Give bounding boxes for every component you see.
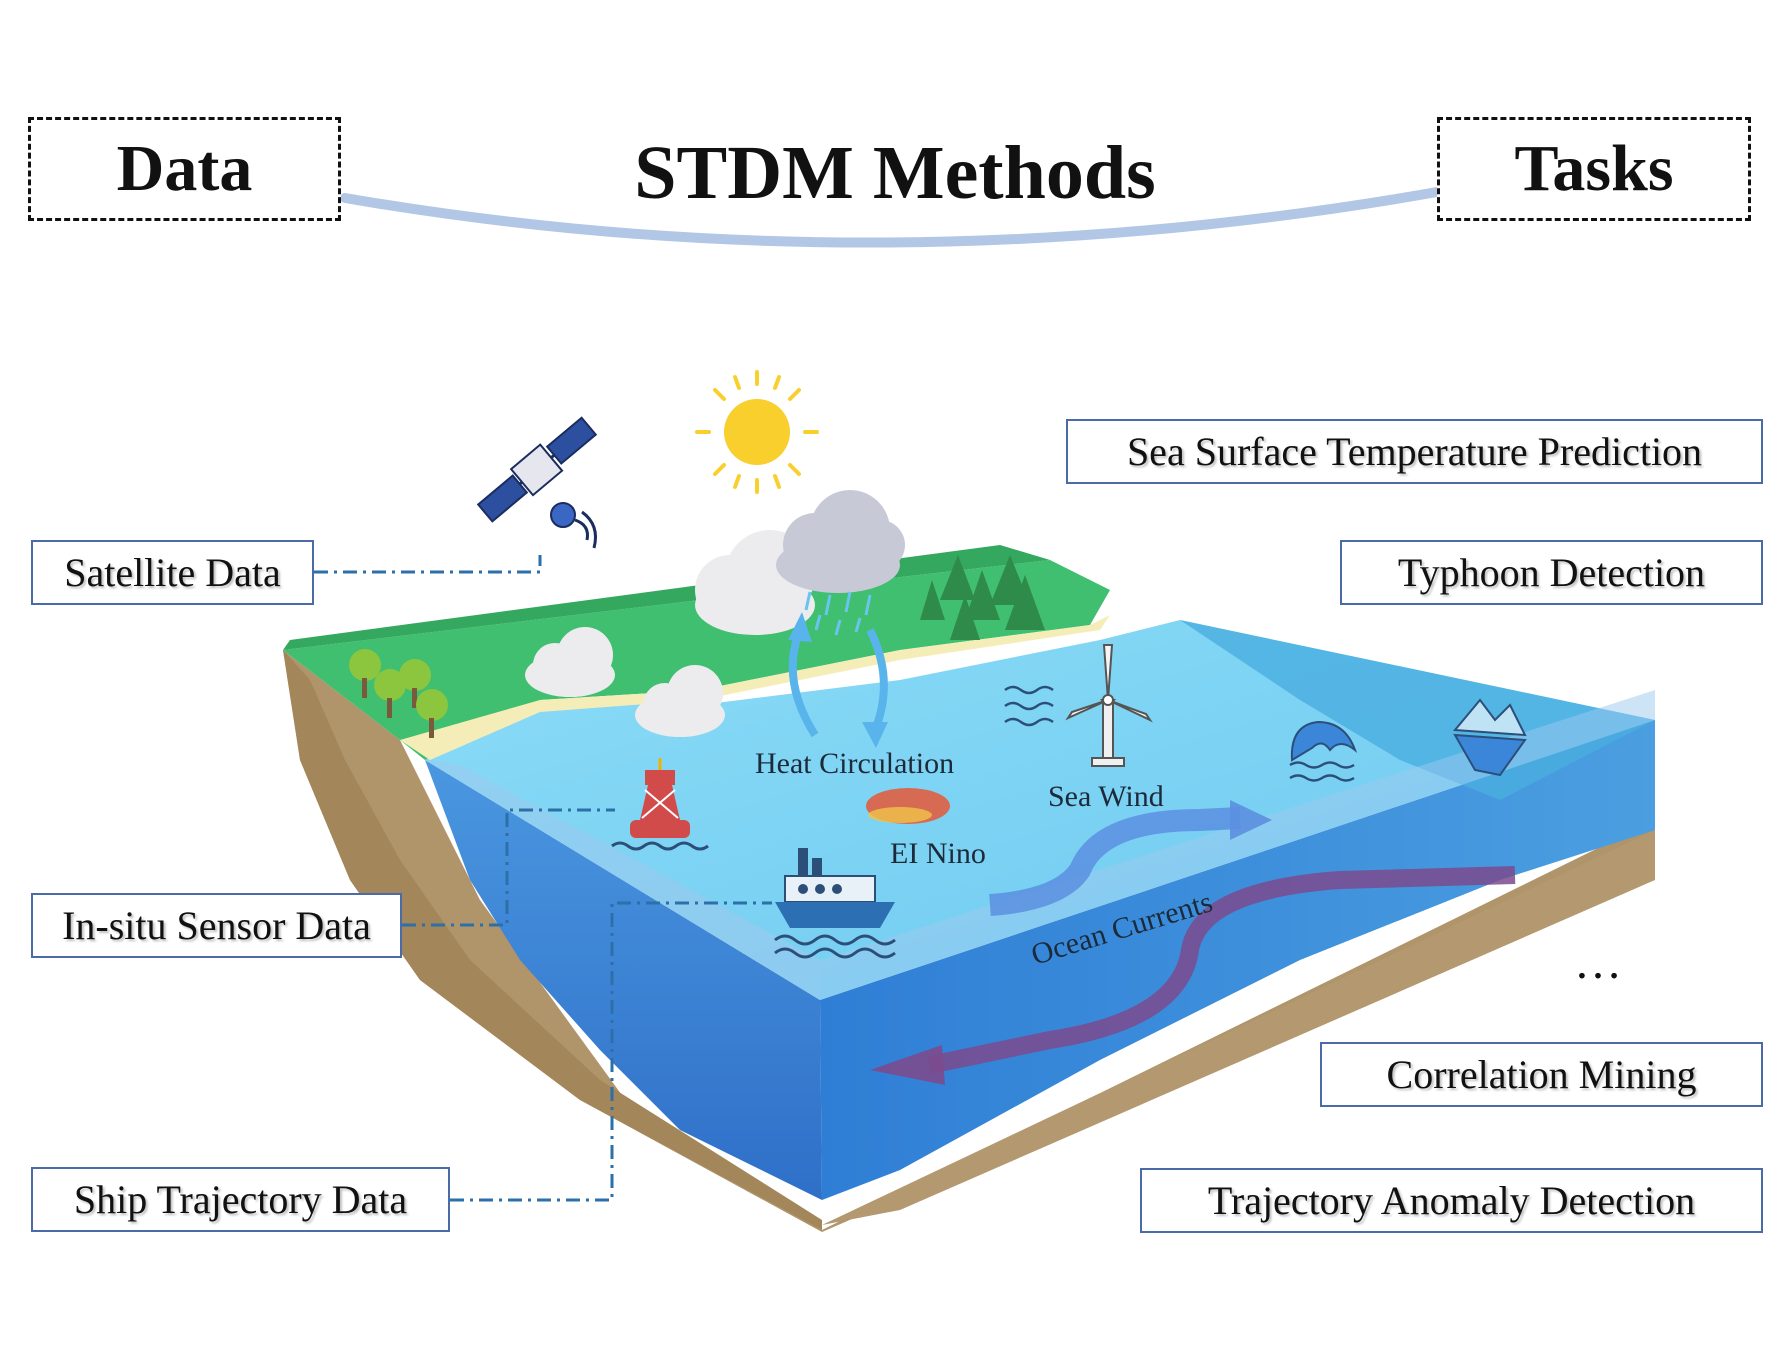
ocean-current-deep-arrowhead xyxy=(870,1045,945,1085)
soil-left-wall xyxy=(283,650,822,1232)
heat-circulation-label: Heat Circulation xyxy=(755,747,954,780)
cloud-middle xyxy=(635,665,725,737)
connector-insitu xyxy=(402,808,615,927)
wind-icon xyxy=(1004,685,1054,727)
satellite-data-label: Satellite Data xyxy=(31,540,314,605)
ocean-current-surface xyxy=(989,807,1241,916)
data-header: Data xyxy=(28,117,341,221)
deep-water-left xyxy=(425,760,822,1200)
el-nino-label: EI Nino xyxy=(890,837,986,870)
ocean-current-deep xyxy=(928,866,1516,1074)
connector-lines xyxy=(314,555,772,1202)
rain-cloud xyxy=(776,490,905,593)
buoy-icon xyxy=(611,758,709,851)
heat-down-arrow xyxy=(866,628,888,732)
insitu-sensor-data-label: In-situ Sensor Data xyxy=(31,893,402,958)
deep-water-right xyxy=(820,720,1655,1200)
pine-trees xyxy=(920,555,1045,640)
connector-ship xyxy=(450,901,772,1202)
wave-icon xyxy=(1289,720,1358,782)
trajectory-anomaly-detection-label: Trajectory Anomaly Detection xyxy=(1140,1168,1763,1233)
ship-icon xyxy=(774,848,896,959)
ship-trajectory-data-label: Ship Trajectory Data xyxy=(31,1167,450,1232)
typhoon-detection-label: Typhoon Detection xyxy=(1340,540,1763,605)
more-tasks-ellipsis: … xyxy=(1574,936,1626,989)
sea-wind-label: Sea Wind xyxy=(1048,780,1164,813)
trees-left xyxy=(349,649,448,738)
iceberg-icon xyxy=(1452,698,1527,777)
cloud-big xyxy=(695,530,815,635)
wind-turbine-icon xyxy=(1065,644,1153,767)
tasks-header: Tasks xyxy=(1437,117,1751,221)
sst-prediction-label: Sea Surface Temperature Prediction xyxy=(1066,419,1763,484)
beach xyxy=(400,615,1110,760)
sun-icon xyxy=(695,370,819,494)
cloud-left xyxy=(525,627,615,697)
land xyxy=(283,560,1110,760)
rain-drops xyxy=(804,591,872,636)
connector-satellite xyxy=(314,555,542,574)
header-arc xyxy=(340,187,1442,248)
satellite-icon xyxy=(476,416,598,549)
correlation-mining-label: Correlation Mining xyxy=(1320,1042,1763,1107)
page-title: STDM Methods xyxy=(634,131,1156,215)
ocean-current-arrowhead xyxy=(1230,800,1272,840)
